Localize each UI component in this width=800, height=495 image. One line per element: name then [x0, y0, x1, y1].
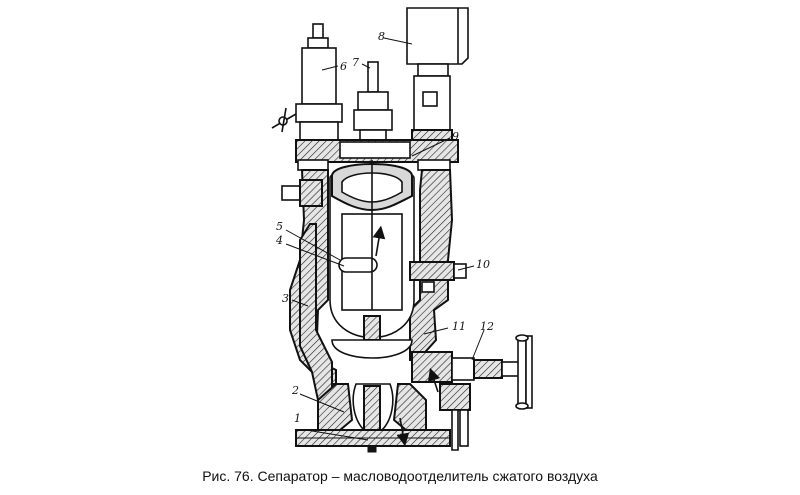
label-12: 12	[480, 320, 494, 333]
safety-valve-6	[271, 23, 343, 143]
label-1: 1	[294, 412, 301, 425]
label-2: 2	[291, 384, 299, 397]
flow-arrows	[372, 225, 441, 447]
fitting-7	[353, 61, 393, 141]
label-11: 11	[452, 320, 466, 333]
label-6: 6	[340, 60, 347, 73]
inlet-section	[295, 383, 451, 453]
callouts: 1 2 3 4 5 6 7 8 9 10 11 12	[275, 30, 494, 425]
label-3: 3	[282, 292, 289, 305]
side-bolt	[281, 179, 323, 207]
figure-caption: Рис. 76. Сепаратор – масловодоотделитель…	[202, 468, 598, 484]
control-unit-8	[406, 7, 469, 145]
top-cover	[295, 139, 459, 171]
drain-valve-12	[411, 334, 533, 451]
drain-fitting-10	[409, 261, 467, 293]
leader-lines	[285, 37, 485, 441]
label-5: 5	[276, 220, 283, 233]
label-7: 7	[352, 56, 359, 69]
label-9: 9	[452, 130, 459, 143]
label-10: 10	[476, 258, 490, 271]
label-8: 8	[378, 30, 385, 43]
label-4: 4	[275, 234, 283, 247]
